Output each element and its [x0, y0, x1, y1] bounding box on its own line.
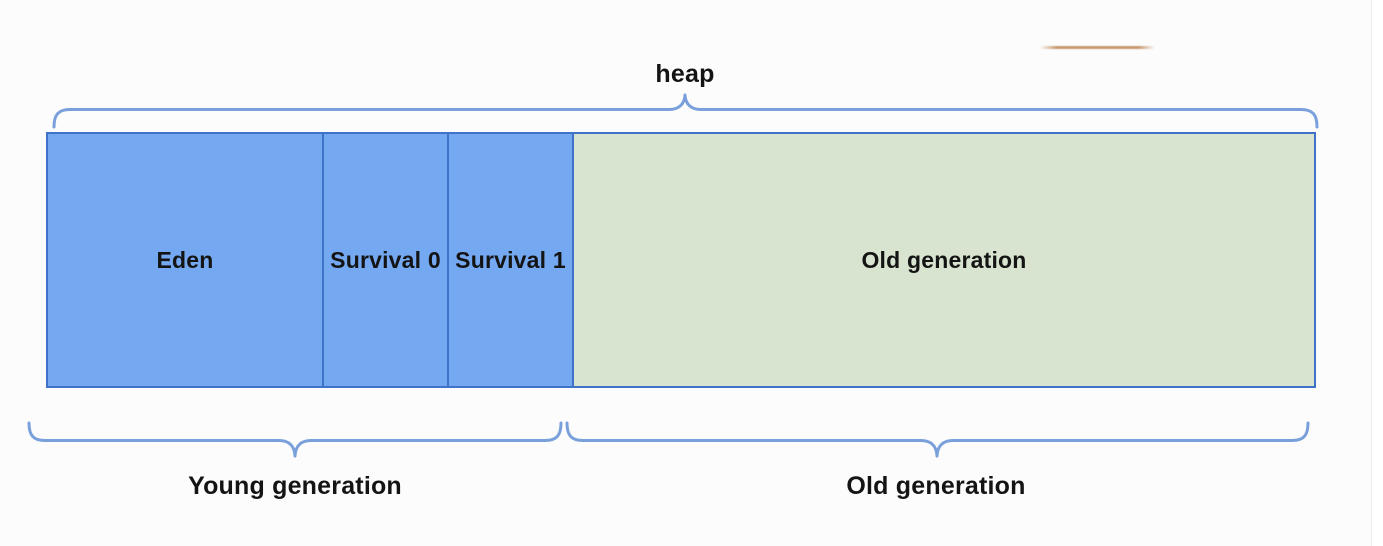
- segment-survival-1-label: Survival 1: [455, 246, 566, 273]
- segment-old-generation: Old generation: [572, 134, 1314, 386]
- slide-right-edge: [1371, 0, 1383, 546]
- segment-old-generation-label: Old generation: [861, 246, 1027, 273]
- orange-marker-line: [1040, 46, 1155, 49]
- segment-survival-0-label: Survival 0: [330, 246, 441, 273]
- segment-eden: Eden: [48, 134, 322, 386]
- young-generation-brace: [27, 421, 563, 458]
- heap-brace: [52, 93, 1319, 129]
- segment-survival-0: Survival 0: [322, 134, 447, 386]
- old-generation-brace: [565, 421, 1310, 458]
- heap-title: heap: [655, 60, 715, 88]
- heap-memory-bar: Eden Survival 0 Survival 1 Old generatio…: [46, 132, 1316, 388]
- segment-eden-label: Eden: [156, 246, 214, 273]
- old-generation-label: Old generation: [846, 472, 1026, 500]
- young-generation-label: Young generation: [188, 472, 402, 500]
- segment-survival-1: Survival 1: [447, 134, 572, 386]
